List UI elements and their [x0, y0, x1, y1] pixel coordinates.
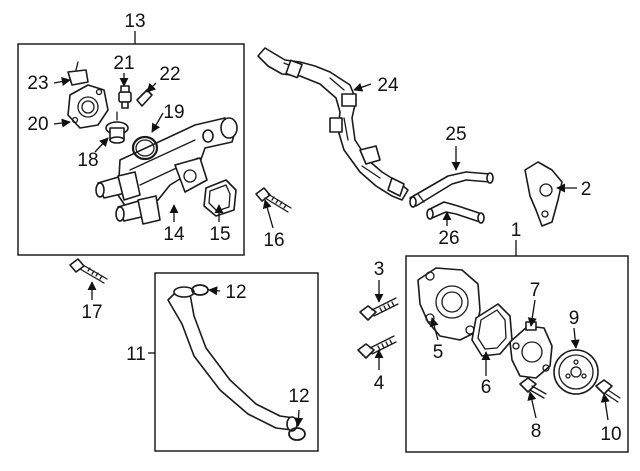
pipe-gasket — [524, 161, 563, 227]
frame-thermostat-housing — [17, 43, 245, 256]
callout-25: 25 — [445, 124, 466, 145]
callout-3: 3 — [374, 259, 385, 280]
housing-gasket — [203, 179, 237, 217]
bolt-16 — [255, 187, 292, 213]
radiator-hose — [167, 286, 298, 432]
callout-24: 24 — [377, 75, 399, 96]
callout-21: 21 — [113, 53, 134, 74]
callout-10: 10 — [600, 424, 621, 445]
callout-13: 13 — [124, 11, 145, 32]
callout-12-upper: 12 — [225, 282, 246, 303]
callout-11: 11 — [126, 344, 146, 365]
thermostat-o-ring — [131, 135, 159, 161]
callout-1: 1 — [511, 220, 522, 241]
callout-15: 15 — [209, 224, 230, 245]
callout-17: 17 — [81, 302, 102, 323]
callout-2: 2 — [581, 179, 592, 200]
callout-16: 16 — [263, 230, 284, 251]
callout-5: 5 — [433, 342, 444, 363]
callout-9: 9 — [569, 308, 580, 329]
callout-19: 19 — [163, 102, 184, 123]
callout-7: 7 — [530, 280, 541, 301]
bolt-10 — [595, 379, 621, 403]
bracket-clip — [67, 61, 89, 86]
bolt-3 — [359, 297, 399, 321]
hose-25 — [409, 171, 494, 208]
water-pump — [509, 321, 553, 379]
callout-20: 20 — [27, 114, 48, 135]
hose-clamp-upper — [191, 284, 209, 296]
callout-22: 22 — [159, 64, 180, 85]
callout-26: 26 — [438, 228, 459, 249]
leader-lines — [53, 31, 610, 427]
temperature-sensor — [118, 85, 132, 109]
callout-18: 18 — [77, 150, 98, 171]
hose-26 — [426, 201, 485, 224]
callout-labels: 13 23 21 22 20 19 18 14 15 16 17 24 25 2… — [27, 11, 621, 445]
thermostat-cover — [67, 84, 109, 129]
water-pump-pulley — [553, 349, 599, 395]
water-pump-gasket — [471, 303, 513, 357]
callout-12-lower: 12 — [288, 386, 309, 407]
callout-8: 8 — [531, 421, 542, 442]
hose-clamp-lower — [288, 427, 306, 441]
callout-14: 14 — [163, 224, 185, 245]
thermostat — [105, 111, 129, 144]
callout-23: 23 — [27, 73, 48, 94]
frame-radiator-hose — [154, 272, 319, 452]
bypass-pipe — [257, 47, 409, 201]
bolt-17 — [69, 258, 108, 284]
sensor-clip — [136, 88, 153, 107]
frame-water-pump — [405, 255, 629, 453]
callout-6: 6 — [481, 377, 492, 398]
callout-4: 4 — [374, 373, 385, 394]
bolt-4 — [357, 335, 397, 359]
bolt-8 — [519, 377, 547, 399]
water-pump-housing — [417, 267, 481, 341]
thermostat-housing-assembly — [95, 117, 238, 225]
